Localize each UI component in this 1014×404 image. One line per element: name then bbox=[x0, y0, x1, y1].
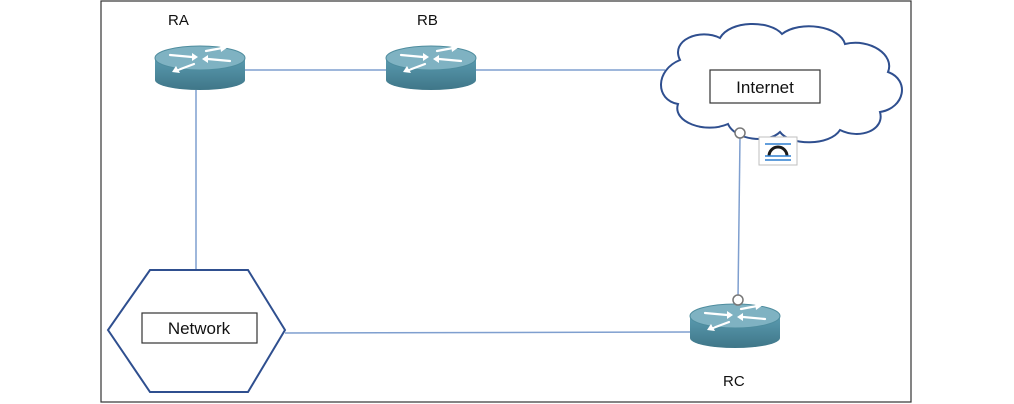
router-label-ra: RA bbox=[168, 12, 189, 29]
link-internet-rc bbox=[737, 136, 741, 299]
links bbox=[195, 69, 741, 334]
internet-label: Internet bbox=[736, 78, 794, 97]
router-icon[interactable] bbox=[384, 42, 478, 92]
router-label-rc: RC bbox=[723, 373, 745, 390]
link-endpoint-internet bbox=[734, 127, 746, 139]
network-label: Network bbox=[168, 319, 231, 338]
tunnel-icon[interactable] bbox=[758, 136, 798, 166]
link-endpoint-rc bbox=[732, 294, 744, 306]
network-label-box bbox=[141, 312, 258, 344]
router-icon[interactable] bbox=[688, 300, 782, 350]
internet-label-box bbox=[709, 69, 821, 104]
router-label-rb: RB bbox=[417, 12, 438, 29]
diagram-frame bbox=[100, 0, 912, 403]
link-network-rc bbox=[284, 331, 691, 334]
router-icon[interactable] bbox=[153, 42, 247, 92]
